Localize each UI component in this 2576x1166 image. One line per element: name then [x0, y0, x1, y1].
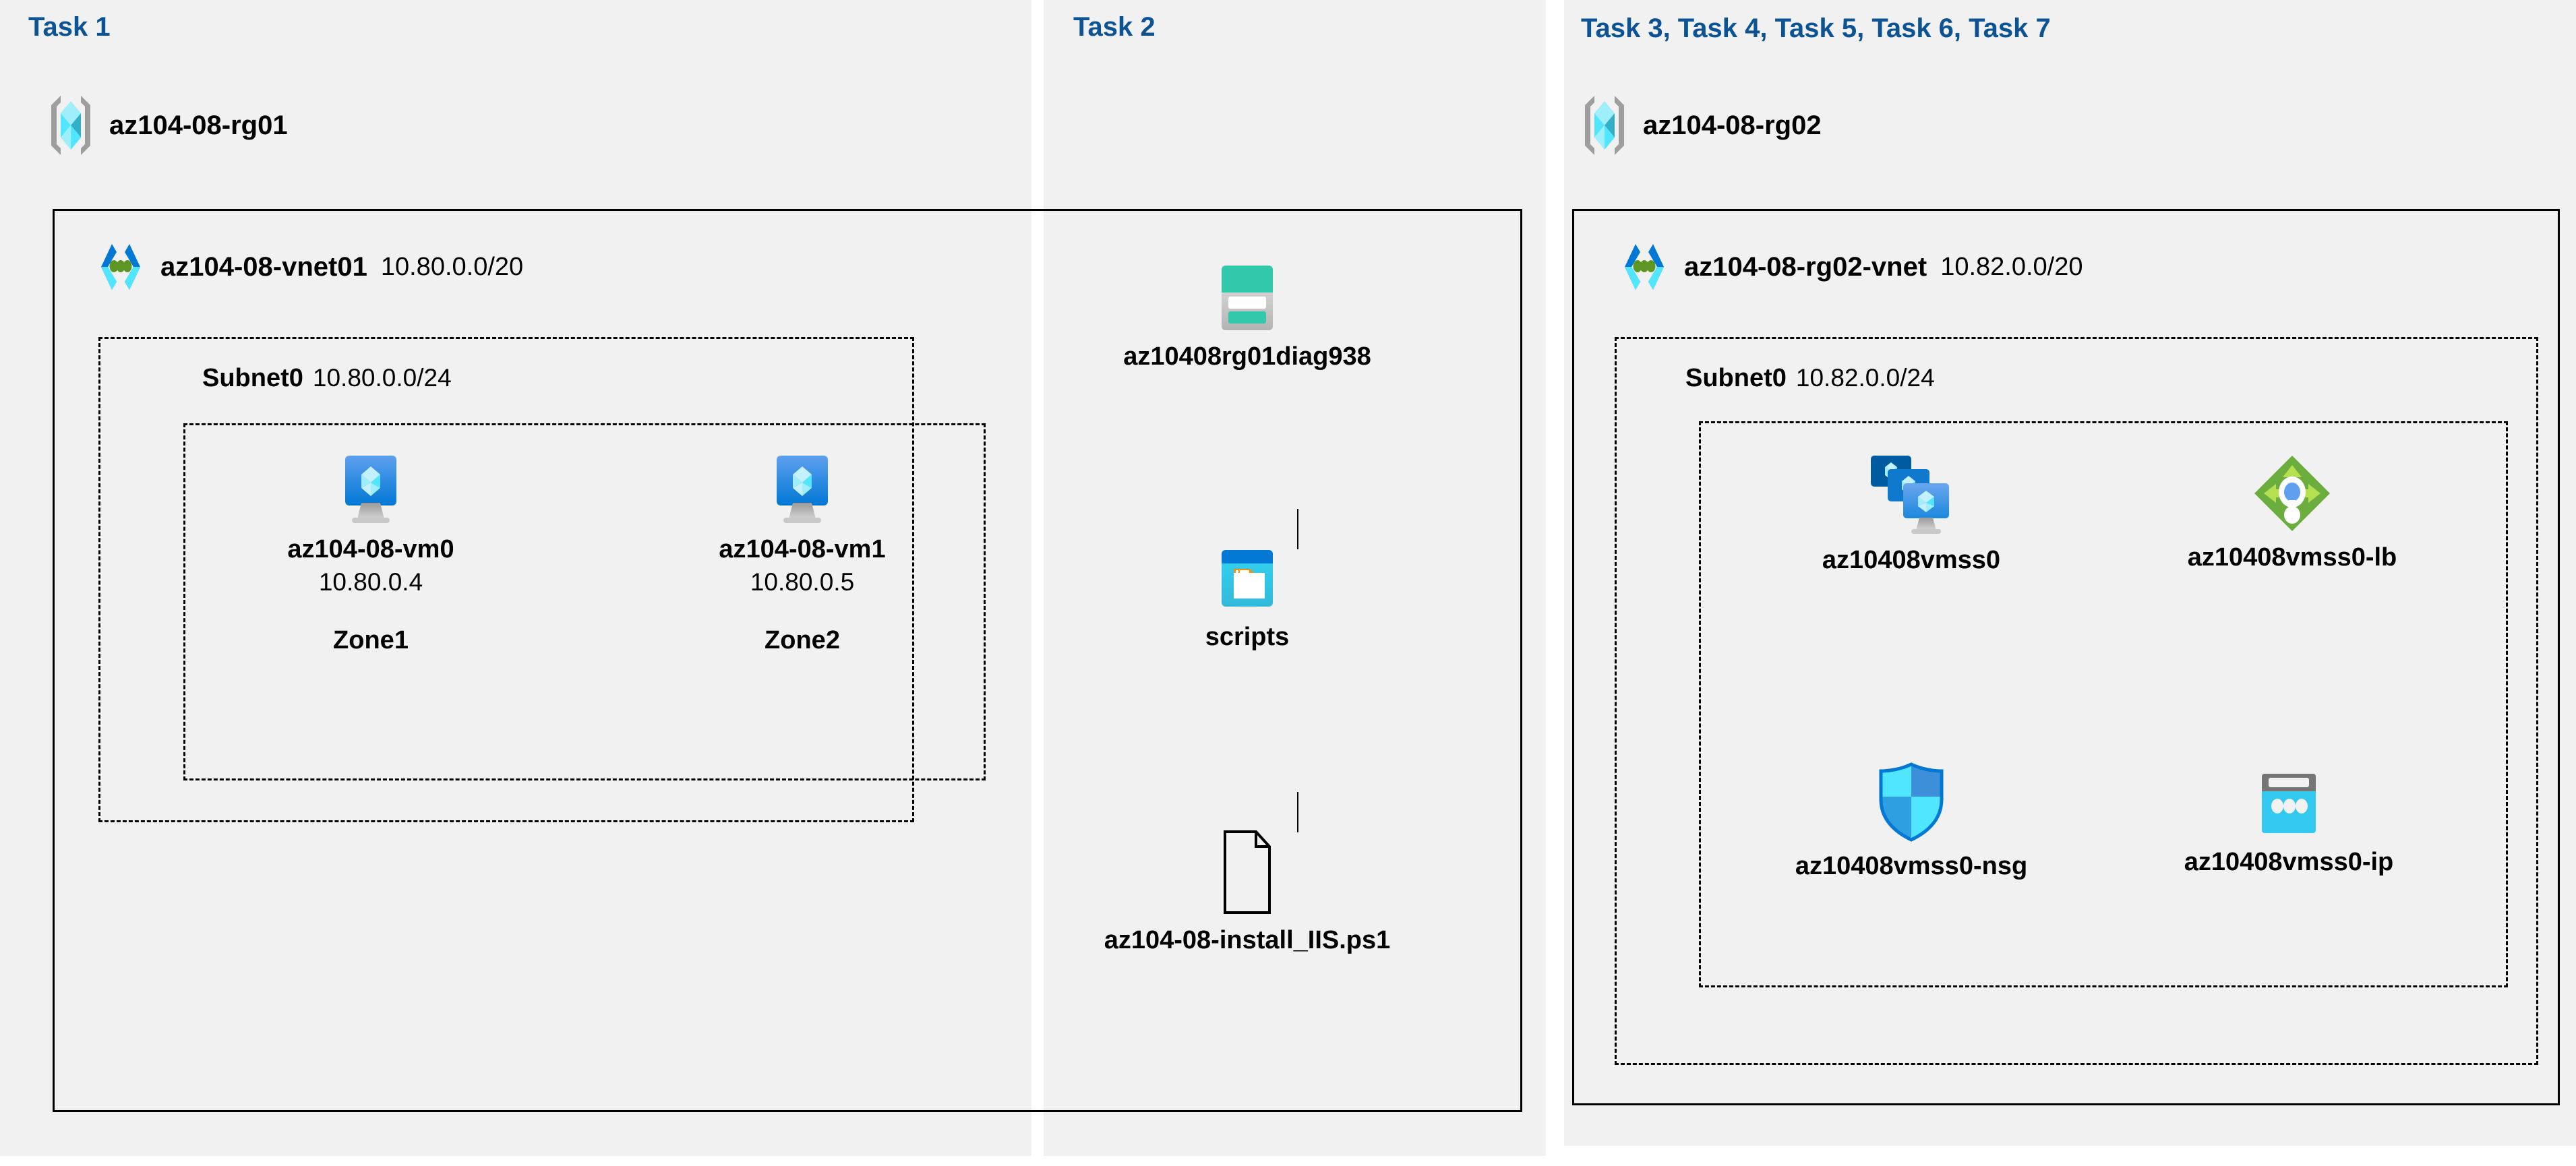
- subnet0-name: Subnet0: [1685, 364, 1787, 392]
- file-icon: [1217, 829, 1278, 917]
- connector-scripts-to-file: [1297, 792, 1298, 832]
- vmss-name: az10408vmss0: [1822, 546, 2001, 574]
- vm1-name: az104-08-vm1: [719, 535, 886, 563]
- resource-node-load-balancer[interactable]: az10408vmss0-lb: [2144, 453, 2440, 572]
- subnet0-label-row-rg02vnet: Subnet0 10.82.0.0/24: [1685, 364, 1935, 393]
- subnet0-label-row-vnet01: Subnet0 10.80.0.0/24: [202, 364, 452, 393]
- panel-task3: [1564, 0, 2576, 1146]
- resource-node-scripts-container[interactable]: scripts: [1139, 546, 1355, 652]
- rg02-vnet-name: az104-08-rg02-vnet: [1684, 251, 1927, 282]
- storage-account-name: az10408rg01diag938: [1123, 342, 1371, 371]
- load-balancer-icon: [2252, 453, 2333, 534]
- resource-group-rg02: az104-08-rg02: [1581, 94, 1822, 156]
- resource-node-vmss[interactable]: az10408vmss0: [1770, 453, 2053, 575]
- vnet-label-row-rg02-vnet: az104-08-rg02-vnet 10.82.0.0/20: [1618, 241, 2083, 293]
- vm1-zone: Zone2: [765, 626, 840, 654]
- resource-group-icon: [1581, 94, 1628, 156]
- vm0-ip: 10.80.0.4: [318, 568, 423, 596]
- resource-node-public-ip[interactable]: az10408vmss0-ip: [2144, 768, 2434, 877]
- task-1-header: Task 1: [28, 12, 111, 42]
- vnet-boundary-rg02-vnet: [1572, 209, 2560, 1105]
- public-ip-address-icon: [2254, 768, 2324, 838]
- virtual-machine-icon: [336, 453, 406, 526]
- task-2-header: Task 2: [1073, 12, 1156, 42]
- resource-node-storage-account[interactable]: az10408rg01diag938: [1123, 263, 1371, 371]
- subnet-boundary-subnet0-rg02vnet: [1615, 337, 2538, 1065]
- resource-node-install-iis-script[interactable]: az104-08-install_IIS.ps1: [1079, 829, 1416, 955]
- resource-node-vm0[interactable]: az104-08-vm0 10.80.0.4 Zone1: [263, 453, 479, 655]
- vnet-label-row-vnet01: az104-08-vnet01 10.80.0.0/20: [94, 241, 523, 293]
- panel-task2: [1044, 0, 1546, 1156]
- blob-container-icon: [1214, 546, 1281, 613]
- resource-group-rg01-label: az104-08-rg01: [109, 110, 288, 140]
- vm-group-boundary: [183, 423, 986, 780]
- panel-task1: [0, 0, 1031, 1156]
- vmss-group-boundary: [1699, 421, 2508, 987]
- rg02-vnet-cidr: 10.82.0.0/20: [1940, 252, 2083, 281]
- resource-node-vm1[interactable]: az104-08-vm1 10.80.0.5 Zone2: [694, 453, 910, 655]
- vnet01-cidr: 10.80.0.0/20: [380, 252, 524, 281]
- vm0-zone: Zone1: [333, 626, 409, 654]
- subnet0-name: Subnet0: [202, 364, 303, 392]
- vnet01-name: az104-08-vnet01: [160, 251, 367, 282]
- resource-node-nsg[interactable]: az10408vmss0-nsg: [1766, 762, 2056, 881]
- vm0-name: az104-08-vm0: [287, 535, 454, 563]
- network-security-group-icon: [1874, 762, 1948, 842]
- nsg-name: az10408vmss0-nsg: [1795, 852, 2028, 880]
- load-balancer-name: az10408vmss0-lb: [2187, 543, 2397, 572]
- vm-scale-set-icon: [1864, 453, 1958, 536]
- task-3-to-7-header: Task 3, Task 4, Task 5, Task 6, Task 7: [1581, 13, 2051, 43]
- resource-group-rg01: az104-08-rg01: [47, 94, 288, 156]
- subnet0-cidr: 10.82.0.0/24: [1795, 364, 1935, 392]
- virtual-machine-icon: [767, 453, 837, 526]
- virtual-network-icon: [94, 241, 147, 293]
- connector-storage-to-scripts: [1297, 509, 1298, 549]
- virtual-network-icon: [1618, 241, 1671, 293]
- vm1-ip: 10.80.0.5: [750, 568, 855, 596]
- subnet0-cidr: 10.80.0.0/24: [312, 364, 452, 392]
- subnet-boundary-subnet0-vnet01: [98, 337, 914, 822]
- install-iis-script-name: az104-08-install_IIS.ps1: [1104, 926, 1391, 954]
- resource-group-rg02-label: az104-08-rg02: [1643, 110, 1822, 140]
- resource-group-icon: [47, 94, 94, 156]
- public-ip-name: az10408vmss0-ip: [2184, 848, 2394, 876]
- storage-account-icon: [1214, 263, 1281, 333]
- scripts-container-name: scripts: [1205, 623, 1290, 651]
- vnet-boundary-vnet01: [53, 209, 1522, 1112]
